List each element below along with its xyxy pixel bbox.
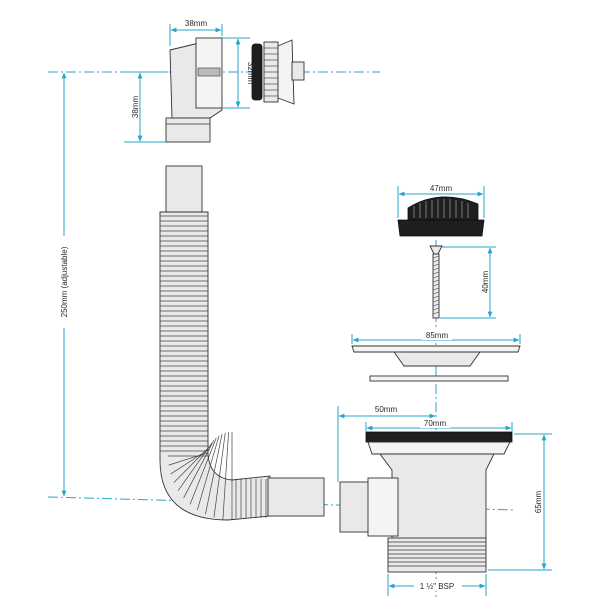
strainer-flange (351, 345, 521, 382)
dim-label-overflow-outlet: 32mm (246, 62, 255, 85)
waste-body (339, 431, 513, 573)
dim-waste-offset: 50mm (337, 405, 436, 482)
waste-centerline-horizontal (47, 496, 516, 511)
dim-label-hose-length: 250mm (adjustable) (60, 246, 69, 317)
dim-thread-size: 1 ½" BSP (387, 574, 487, 596)
screw (429, 245, 443, 319)
overflow-faceplate (251, 39, 305, 105)
dim-waste-flange: 70mm (365, 418, 513, 432)
dim-label-screw-length: 40mm (481, 271, 490, 294)
dim-flange-width: 85mm (351, 330, 521, 344)
dim-overflow-width: 38mm (169, 19, 223, 46)
dim-plug-width: 47mm (397, 184, 485, 218)
dim-screw-length: 40mm (440, 246, 496, 319)
dim-label-waste-height: 65mm (534, 491, 543, 514)
dim-label-waste-flange: 70mm (424, 419, 447, 428)
dim-overflow-height: 38mm (124, 71, 168, 143)
dim-label-overflow-width: 38mm (185, 19, 208, 28)
dim-label-waste-offset: 50mm (375, 405, 398, 414)
dim-label-thread-size: 1 ½" BSP (420, 582, 454, 591)
overflow-elbow (165, 37, 223, 143)
dim-overflow-outlet: 32mm (222, 37, 255, 109)
dim-label-plug-width: 47mm (430, 184, 453, 193)
dim-label-flange-width: 85mm (426, 331, 449, 340)
plug (397, 196, 485, 237)
dim-waste-height: 65mm (488, 433, 552, 571)
flexible-hose (159, 165, 325, 521)
dim-label-overflow-height: 38mm (131, 96, 140, 119)
dim-hose-length: 250mm (adjustable) (56, 72, 72, 497)
